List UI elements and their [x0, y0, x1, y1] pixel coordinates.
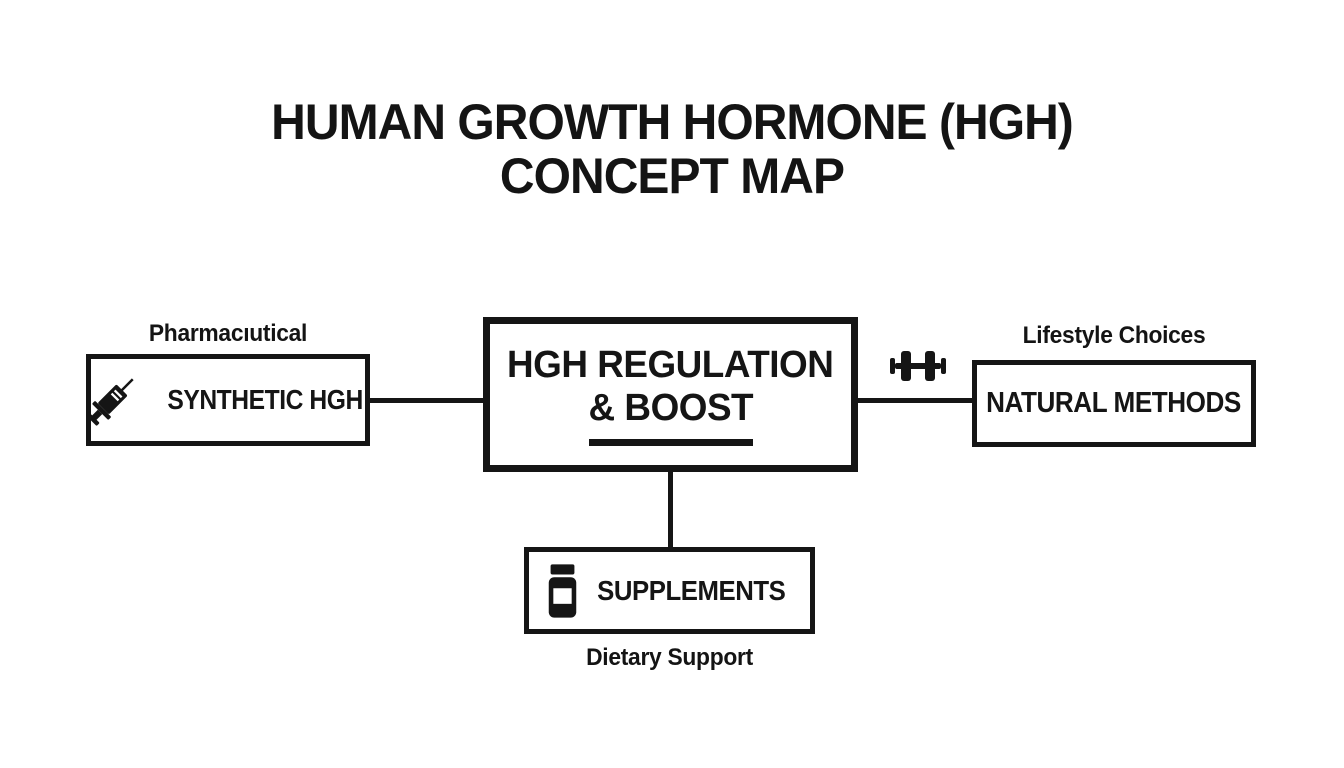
center-node-line1: HGH REGULATION	[507, 343, 834, 386]
right-node-label: NATURAL METHODS	[986, 387, 1242, 419]
left-node-sublabel: Pharmacıutical	[148, 320, 308, 347]
syringe-icon	[80, 368, 144, 432]
node-hgh-regulation: HGH REGULATION & BOOST	[483, 317, 858, 472]
bottom-node-label: SUPPLEMENTS	[596, 574, 786, 606]
node-supplements: SUPPLEMENTS	[524, 547, 815, 634]
connector-bottom	[668, 469, 673, 549]
node-synthetic-hgh: SYNTHETIC HGH	[86, 354, 370, 446]
boost-underline	[588, 438, 753, 446]
node-natural-methods: NATURAL METHODS	[972, 360, 1256, 447]
dumbbell-icon	[885, 347, 951, 385]
right-node-sublabel: Lifestyle Choices	[1022, 322, 1206, 349]
connector-left	[368, 398, 485, 403]
bottom-node-sublabel: Dietary Support	[586, 644, 753, 671]
center-node-line2: & BOOST	[588, 386, 753, 429]
page-title-line2: CONCEPT MAP	[499, 148, 845, 204]
connector-right	[855, 398, 974, 403]
left-node-label: SYNTHETIC HGH	[167, 384, 363, 415]
page-title: HUMAN GROWTH HORMONE (HGH) CONCEPT MAP	[27, 95, 1317, 203]
page-title-line1: HUMAN GROWTH HORMONE (HGH)	[271, 94, 1074, 150]
pill-bottle-icon	[546, 563, 579, 618]
